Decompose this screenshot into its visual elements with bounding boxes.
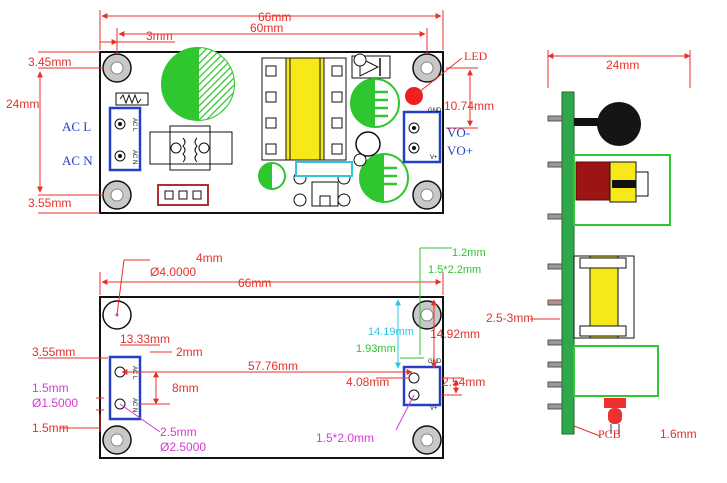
bottom-dim-hole-d: Ø4.0000 <box>150 265 196 279</box>
side-dim-pcb-thickness: 1.6mm <box>660 427 697 441</box>
bottom-dim-57-76: 57.76mm <box>248 359 298 373</box>
ac-connector: AC L AC N <box>108 106 142 172</box>
bottom-pin-ac-n: AC N <box>131 398 137 412</box>
side-output-block <box>573 345 659 397</box>
transformer <box>261 57 347 161</box>
side-capacitor <box>597 102 641 146</box>
bottom-pin-v: V+ <box>430 406 438 412</box>
bottom-dim-d1-5: Ø1.5000 <box>32 396 78 410</box>
bottom-dim-1-2: 1.2mm <box>452 247 486 259</box>
bottom-ac-connector: AC L AC N <box>108 355 142 421</box>
top-dim-hole-offset: 3mm <box>146 29 173 43</box>
bottom-view: AC L AC N GND V+ 66mm 4mm Ø4.0000 13.33m… <box>32 247 486 459</box>
bottom-dim-d2-5: Ø2.5000 <box>160 440 206 454</box>
side-pcb-label: PCB <box>598 427 621 441</box>
bottom-dim-13-33: 13.33mm <box>120 332 170 346</box>
top-pin-v: V+ <box>430 155 438 161</box>
top-dim-height: 24mm <box>6 97 39 111</box>
bottom-dim-2-54: 2.54mm <box>442 375 485 389</box>
top-view: AC L AC N <box>6 10 494 214</box>
ac-l-label: AC L <box>62 119 91 134</box>
top-dim-top-margin: 3.45mm <box>28 55 71 69</box>
output-capacitor <box>350 78 400 128</box>
top-dim-output-offset: 10.74mm <box>444 99 494 113</box>
resistor <box>115 92 149 106</box>
top-mounting-holes <box>102 53 442 210</box>
vo-minus-label: VO- <box>447 125 470 140</box>
bottom-dim-1-5x2-2: 1.5*2.2mm <box>428 264 481 276</box>
bottom-dim-1-93: 1.93mm <box>356 343 396 355</box>
bottom-dim-4-08: 4.08mm <box>346 375 389 389</box>
bottom-dim-14-92: 14.92mm <box>430 327 480 341</box>
output-capacitor-2 <box>359 153 409 203</box>
bottom-dim-3-55: 3.55mm <box>32 345 75 359</box>
top-dim-hole-spacing: 60mm <box>250 21 283 35</box>
bottom-dim-8: 8mm <box>172 381 199 395</box>
ac-n-label: AC N <box>62 153 93 168</box>
vo-plus-label: VO+ <box>447 143 473 158</box>
side-led <box>604 398 626 434</box>
side-view: 24mm <box>486 50 697 441</box>
output-connector: GND V+ <box>402 108 442 164</box>
bottom-dim-2-5: 2.5mm <box>160 425 197 439</box>
side-red-component <box>575 161 611 201</box>
side-connector-block <box>573 154 671 226</box>
side-transformer <box>573 255 635 339</box>
top-dim-width: 66mm <box>258 10 291 24</box>
bottom-pin-ac-l: AC L <box>131 366 137 380</box>
common-mode-choke <box>149 125 233 171</box>
top-pin-ac-l: AC L <box>131 118 137 132</box>
small-components <box>258 53 381 207</box>
led-label: LED <box>464 49 488 63</box>
bottom-dim-1-5b: 1.5mm <box>32 421 69 435</box>
fuse <box>157 184 209 206</box>
side-pcb <box>561 91 575 435</box>
bottom-dim-2: 2mm <box>176 345 203 359</box>
top-dim-bottom-margin: 3.55mm <box>28 196 71 210</box>
side-dim-pin: 2.5-3mm <box>486 311 533 325</box>
bottom-dim-1-5x2-0: 1.5*2.0mm <box>316 431 374 445</box>
top-pin-ac-n: AC N <box>131 150 137 164</box>
bottom-pin-gnd: GND <box>428 359 442 365</box>
bottom-dim-1-5: 1.5mm <box>32 381 69 395</box>
bottom-dim-14-19: 14.19mm <box>368 326 414 338</box>
side-pins <box>547 115 563 410</box>
input-capacitor <box>161 47 235 121</box>
top-pin-gnd: GND <box>428 108 442 114</box>
side-dim-height: 24mm <box>606 58 639 72</box>
bottom-dim-width: 66mm <box>238 276 271 290</box>
bottom-dim-hole-r: 4mm <box>196 251 223 265</box>
